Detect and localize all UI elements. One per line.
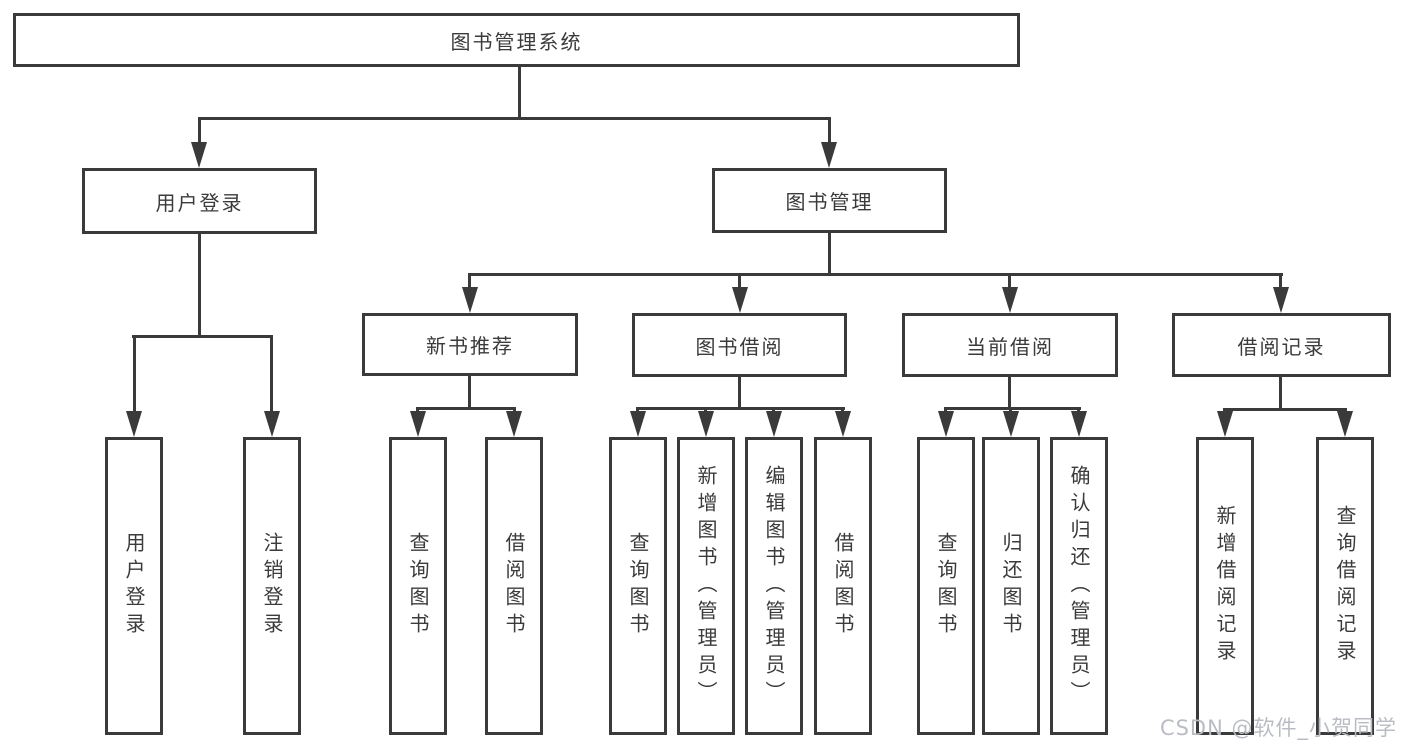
node-leaf-bb-query-books: 查询图书 [609,437,667,735]
node-book-management: 图书管理 [712,168,947,233]
node-leaf-cb-query-books: 查询图书 [917,437,975,735]
node-new-book-recommend-label: 新书推荐 [426,334,514,358]
arrowhead-leaf-bb-borrow [835,411,851,437]
arrowhead-leaf-nb-borrow [506,411,522,437]
connector-user-login-bar [132,335,273,338]
arrowhead-leaf-login [126,411,142,437]
arrowhead-leaf-bb-query [630,411,646,437]
node-leaf-bb-borrow-books: 借阅图书 [814,437,872,735]
connector-book-mgmt-stem [828,117,831,147]
arrowhead-leaf-br-add [1217,411,1233,437]
node-leaf-nb-borrow-books-label: 借阅图书 [502,532,526,640]
node-user-login-label: 用户登录 [155,190,244,215]
node-leaf-bb-edit-books-admin-label: 编辑图书（管理员） [762,464,786,708]
node-current-borrowing-label: 当前借阅 [966,334,1054,359]
arrowhead-book-mgmt [821,142,837,168]
node-leaf-cb-return-books-label: 归还图书 [999,532,1023,640]
arrowhead-leaf-nb-query [410,411,426,437]
node-leaf-br-add-record-label: 新增借阅记录 [1213,505,1237,667]
arrowhead-user-login [191,142,207,168]
connector-new-book-bar [416,407,516,410]
node-root-label: 图书管理系统 [450,29,583,54]
node-book-management-label: 图书管理 [785,190,874,214]
connector-book-mgmt-down [828,233,831,276]
node-leaf-bb-query-books-label: 查询图书 [626,532,650,640]
arrowhead-book-borrow [732,287,748,313]
node-borrow-records-label: 借阅记录 [1237,334,1326,359]
arrowhead-leaf-cb-confirm [1071,411,1087,437]
node-leaf-logout: 注销登录 [243,437,301,735]
arrowhead-leaf-bb-edit [766,411,782,437]
node-leaf-nb-query-books: 查询图书 [389,437,447,735]
node-leaf-bb-edit-books-admin: 编辑图书（管理员） [745,437,803,735]
connector-new-book-stem [468,273,471,291]
node-book-borrowing: 图书借阅 [632,313,847,377]
connector-level2-bar [198,117,831,120]
node-leaf-logout-label: 注销登录 [260,532,284,640]
connector-borrow-records-bar [1223,408,1347,411]
connector-root-stem [518,67,521,119]
connector-borrow-records-stem [1279,273,1282,291]
node-leaf-user-login: 用户登录 [105,437,163,735]
connector-leaf-login-stem [133,335,136,415]
arrowhead-new-book [462,287,478,313]
connector-borrow-records-down [1279,377,1282,411]
node-user-login: 用户登录 [82,168,317,234]
node-leaf-bb-borrow-books-label: 借阅图书 [831,532,855,640]
connector-level3-bar [468,273,1283,276]
connector-book-borrow-bar [636,407,845,410]
node-leaf-cb-confirm-return-admin: 确认归还（管理员） [1050,437,1108,735]
connector-user-login-stem [198,117,201,147]
arrowhead-leaf-cb-query [938,411,954,437]
node-new-book-recommend: 新书推荐 [362,313,578,376]
connector-leaf-logout-stem [270,335,273,415]
node-leaf-cb-query-books-label: 查询图书 [934,532,958,640]
connector-current-borrow-stem [1008,273,1011,291]
node-leaf-bb-add-books-admin-label: 新增图书（管理员） [694,464,718,708]
arrowhead-leaf-bb-add [698,411,714,437]
node-leaf-nb-borrow-books: 借阅图书 [485,437,543,735]
connector-book-borrow-down [738,377,741,410]
node-leaf-bb-add-books-admin: 新增图书（管理员） [677,437,735,735]
arrowhead-leaf-cb-return [1003,411,1019,437]
node-borrow-records: 借阅记录 [1172,313,1391,377]
connector-current-borrow-down [1008,377,1011,410]
csdn-watermark: CSDN @软件_小贺同学 [1159,716,1397,740]
connector-new-book-down [468,376,471,410]
node-leaf-cb-confirm-return-admin-label: 确认归还（管理员） [1067,464,1091,708]
arrowhead-leaf-br-query [1337,411,1353,437]
node-leaf-nb-query-books-label: 查询图书 [406,532,430,640]
node-leaf-user-login-label: 用户登录 [122,532,146,640]
node-root: 图书管理系统 [13,13,1020,67]
connector-book-borrow-stem [738,273,741,291]
connector-user-login-down [198,234,201,338]
arrowhead-leaf-logout [264,411,280,437]
arrowhead-current-borrow [1002,287,1018,313]
node-leaf-br-query-record: 查询借阅记录 [1316,437,1374,735]
node-leaf-br-query-record-label: 查询借阅记录 [1333,505,1357,667]
node-leaf-cb-return-books: 归还图书 [982,437,1040,735]
connector-current-borrow-bar [944,407,1081,410]
node-book-borrowing-label: 图书借阅 [695,334,784,359]
arrowhead-borrow-records [1273,287,1289,313]
node-current-borrowing: 当前借阅 [902,313,1118,377]
node-leaf-br-add-record: 新增借阅记录 [1196,437,1254,735]
